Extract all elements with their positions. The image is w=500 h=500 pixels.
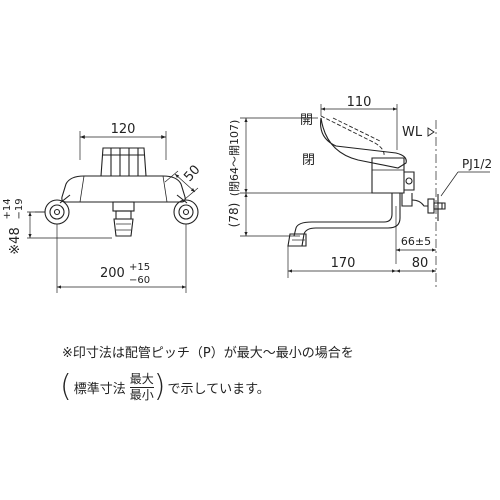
side-label-open: 開 bbox=[300, 113, 313, 128]
side-wl-mark bbox=[427, 120, 437, 290]
front-left-fitting bbox=[35, 194, 71, 225]
side-dim-height-label: (78) bbox=[227, 203, 241, 228]
front-dim-left-main: ※48 bbox=[8, 227, 23, 254]
side-label-wl: WL bbox=[402, 125, 423, 140]
side-dim-66-lines bbox=[395, 206, 436, 264]
side-spout bbox=[287, 193, 401, 247]
front-dim-left-plus: +14 bbox=[2, 198, 13, 219]
front-dim-200-lines bbox=[56, 224, 187, 293]
note-close-paren: ) bbox=[153, 369, 166, 404]
side-view bbox=[240, 104, 490, 290]
front-dim-angle-label: 50 bbox=[181, 162, 203, 184]
side-label-pj: PJ1/2 bbox=[462, 157, 492, 171]
side-dim-wall-label: 80 bbox=[412, 256, 429, 271]
side-body bbox=[371, 157, 415, 194]
side-dim-spout-label: 170 bbox=[331, 256, 356, 271]
note-min-label: 最小 bbox=[129, 387, 154, 402]
note-max-min-fraction: 最大 最小 bbox=[129, 371, 154, 403]
front-view bbox=[27, 131, 199, 293]
side-lever-open bbox=[320, 115, 385, 157]
side-dim-78-lines bbox=[240, 193, 300, 237]
front-dim-top-label: 120 bbox=[111, 122, 136, 137]
side-wall-connector bbox=[401, 193, 446, 221]
front-body bbox=[61, 175, 186, 203]
side-lever-closed bbox=[320, 117, 407, 169]
front-dim-bottom-main: 200 bbox=[100, 266, 125, 281]
note-standard-dimension: 標準寸法 bbox=[73, 381, 126, 397]
front-handle bbox=[100, 147, 147, 177]
side-label-closed: 閉 bbox=[302, 153, 315, 168]
note-line-1: ※印寸法は配管ピッチ（P）が最大～最小の場合を bbox=[62, 346, 354, 361]
front-dim-left-minus: −19 bbox=[14, 198, 25, 219]
front-dim-120-lines bbox=[79, 131, 167, 160]
front-dim-bottom-minus: −60 bbox=[129, 275, 150, 286]
front-dim-48-lines bbox=[27, 211, 112, 239]
side-dim-110-lines bbox=[320, 104, 398, 150]
front-spout-nozzle bbox=[112, 201, 135, 237]
front-right-fitting bbox=[173, 194, 199, 225]
side-dim-offset-label: 66±5 bbox=[401, 235, 431, 248]
note-suffix: で示しています。 bbox=[167, 381, 270, 397]
note-line-2: ( 標準寸法 最大 最小 ) で示しています。 bbox=[60, 370, 270, 404]
note-fraction-bar bbox=[129, 386, 154, 388]
side-dim-range-lines bbox=[240, 117, 372, 194]
side-dim-range-label: (閉64～開107) bbox=[228, 120, 241, 197]
front-dim-50-lines bbox=[164, 170, 199, 200]
note-open-paren: ( bbox=[60, 369, 72, 404]
front-dim-bottom-plus: +15 bbox=[129, 262, 150, 273]
side-pj-leader bbox=[440, 171, 490, 197]
side-dim-top-label: 110 bbox=[347, 95, 372, 110]
side-dim-170-80-lines bbox=[287, 246, 436, 278]
note-max-label: 最大 bbox=[129, 371, 154, 386]
